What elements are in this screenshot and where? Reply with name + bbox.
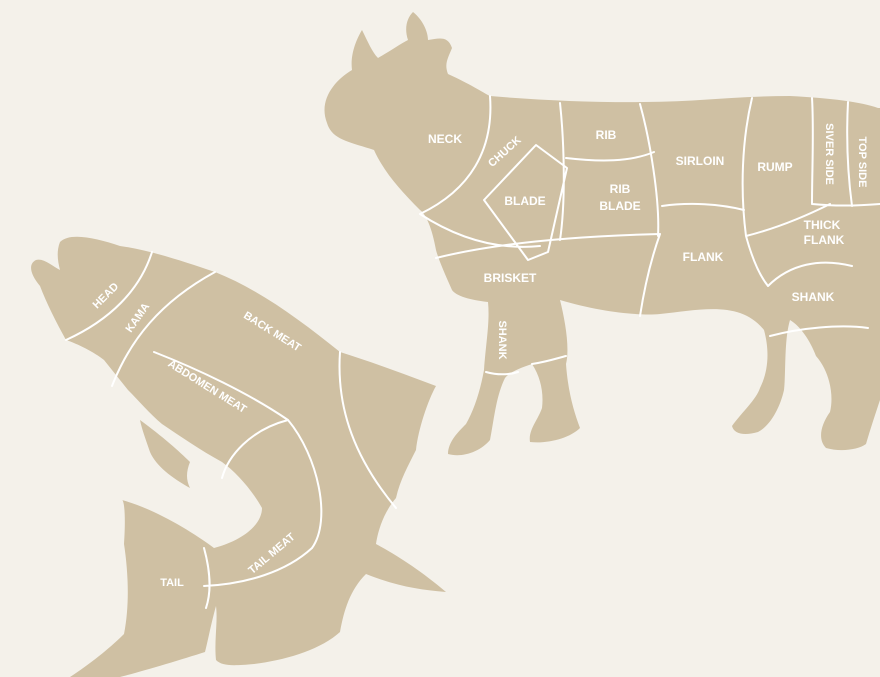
cut-label-flank: FLANK — [683, 250, 724, 264]
cut-label-shank-front: SHANK — [496, 320, 508, 359]
cut-label-rump: RUMP — [757, 160, 792, 174]
cut-label-silverside: SIVER SIDE — [823, 123, 835, 185]
cut-label-shank-rear: SHANK — [792, 290, 835, 304]
cut-label-topside: TOP SIDE — [856, 137, 868, 188]
cut-label-brisket: BRISKET — [484, 271, 537, 285]
cut-label-rib-blade-line1: RIB — [610, 182, 631, 196]
cut-label-sirloin: SIRLOIN — [676, 154, 725, 168]
cut-label-thick-flank-line2: FLANK — [804, 233, 845, 247]
cut-label-thick-flank-line1: THICK — [804, 218, 841, 232]
cut-label-tail: TAIL — [160, 577, 184, 589]
cut-label-rib-blade-line2: BLADE — [599, 199, 640, 213]
cut-label-blade: BLADE — [504, 194, 545, 208]
fish-diagram: HEAD KAMA BACK MEAT ABDOMEN MEAT TAIL ME… — [31, 237, 446, 677]
cut-label-neck: NECK — [428, 132, 462, 146]
cut-label-rib: RIB — [596, 128, 617, 142]
